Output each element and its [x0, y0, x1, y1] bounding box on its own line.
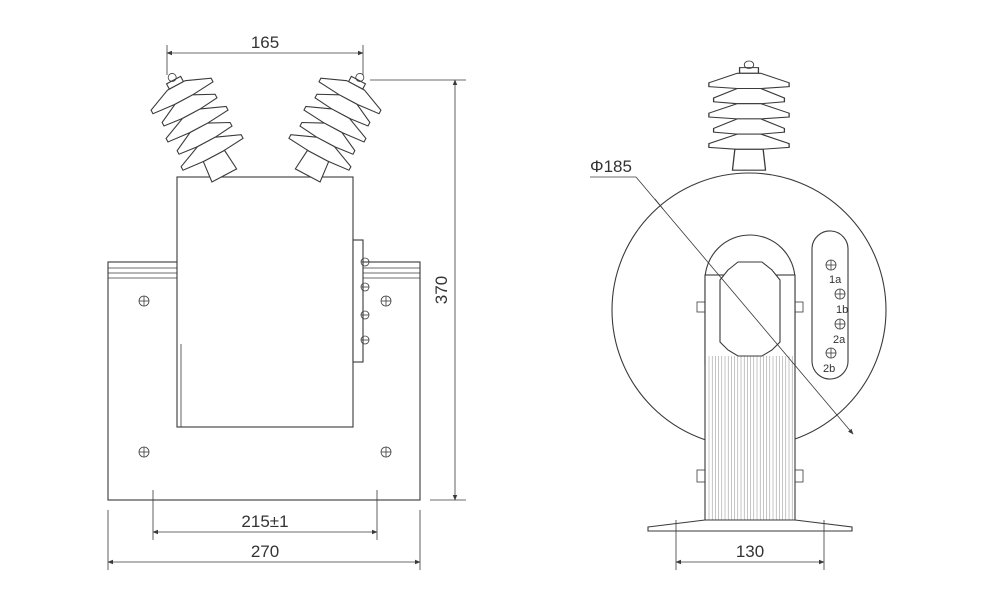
- terminal-markers: [825, 259, 846, 359]
- terminal-slot: [811, 230, 849, 380]
- dim-diameter: Φ185: [590, 157, 632, 176]
- dim-insulator-spacing: 165: [251, 33, 279, 52]
- side-bolts: [696, 301, 804, 483]
- dim-hole-spacing: 215±1: [241, 512, 288, 531]
- dim-core-width: 130: [736, 542, 764, 561]
- terminal-screws: [360, 257, 370, 345]
- mounting-holes: [138, 295, 392, 458]
- top-insulator: [708, 60, 790, 171]
- terminal-label-1b: 1b: [836, 304, 848, 316]
- left-insulator: [139, 57, 255, 192]
- dim-height: 370: [432, 276, 451, 304]
- mounting-feet: [647, 519, 853, 532]
- terminal-label-1a: 1a: [829, 274, 842, 286]
- dim-base-width: 270: [251, 542, 279, 561]
- core-lamination: [708, 356, 793, 522]
- main-body: [176, 176, 354, 428]
- side-view: 1a 1b 2a 2b Φ185 130: [590, 60, 887, 570]
- terminal-label-2a: 2a: [833, 334, 846, 346]
- right-insulator: [277, 57, 393, 192]
- front-view: 165 370 215±1 270: [107, 33, 466, 570]
- terminal-label-2b: 2b: [823, 363, 835, 375]
- terminal-strip: [352, 239, 364, 363]
